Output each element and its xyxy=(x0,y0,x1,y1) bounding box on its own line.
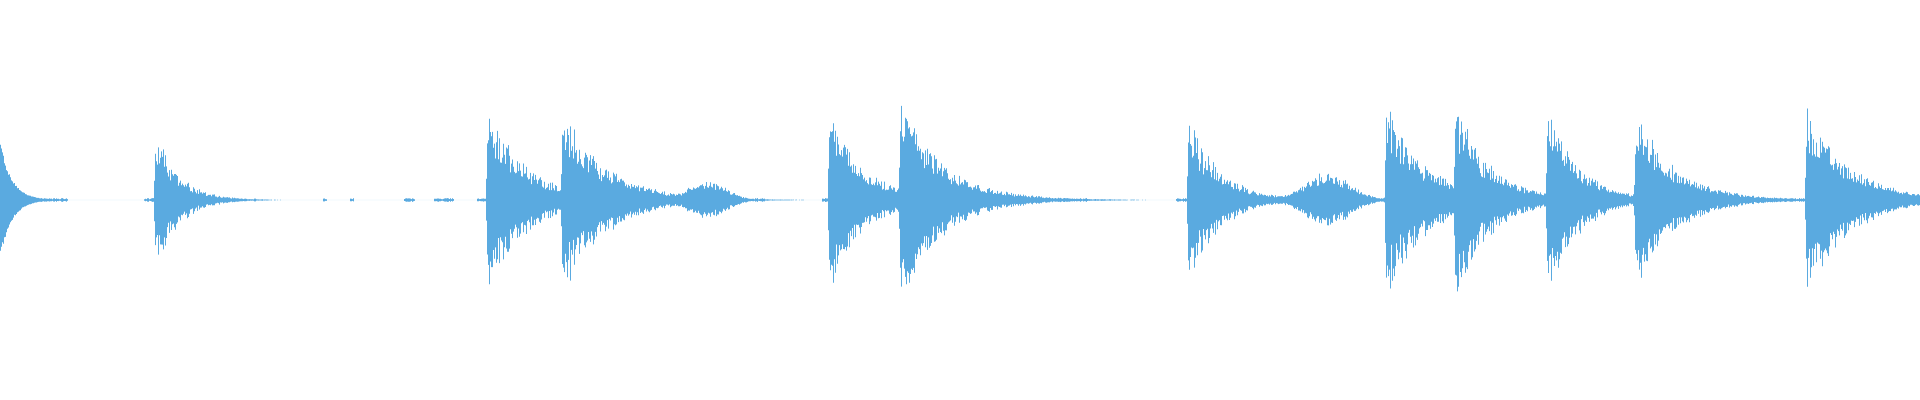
waveform-path xyxy=(0,105,1920,292)
waveform-trace xyxy=(0,105,1920,292)
